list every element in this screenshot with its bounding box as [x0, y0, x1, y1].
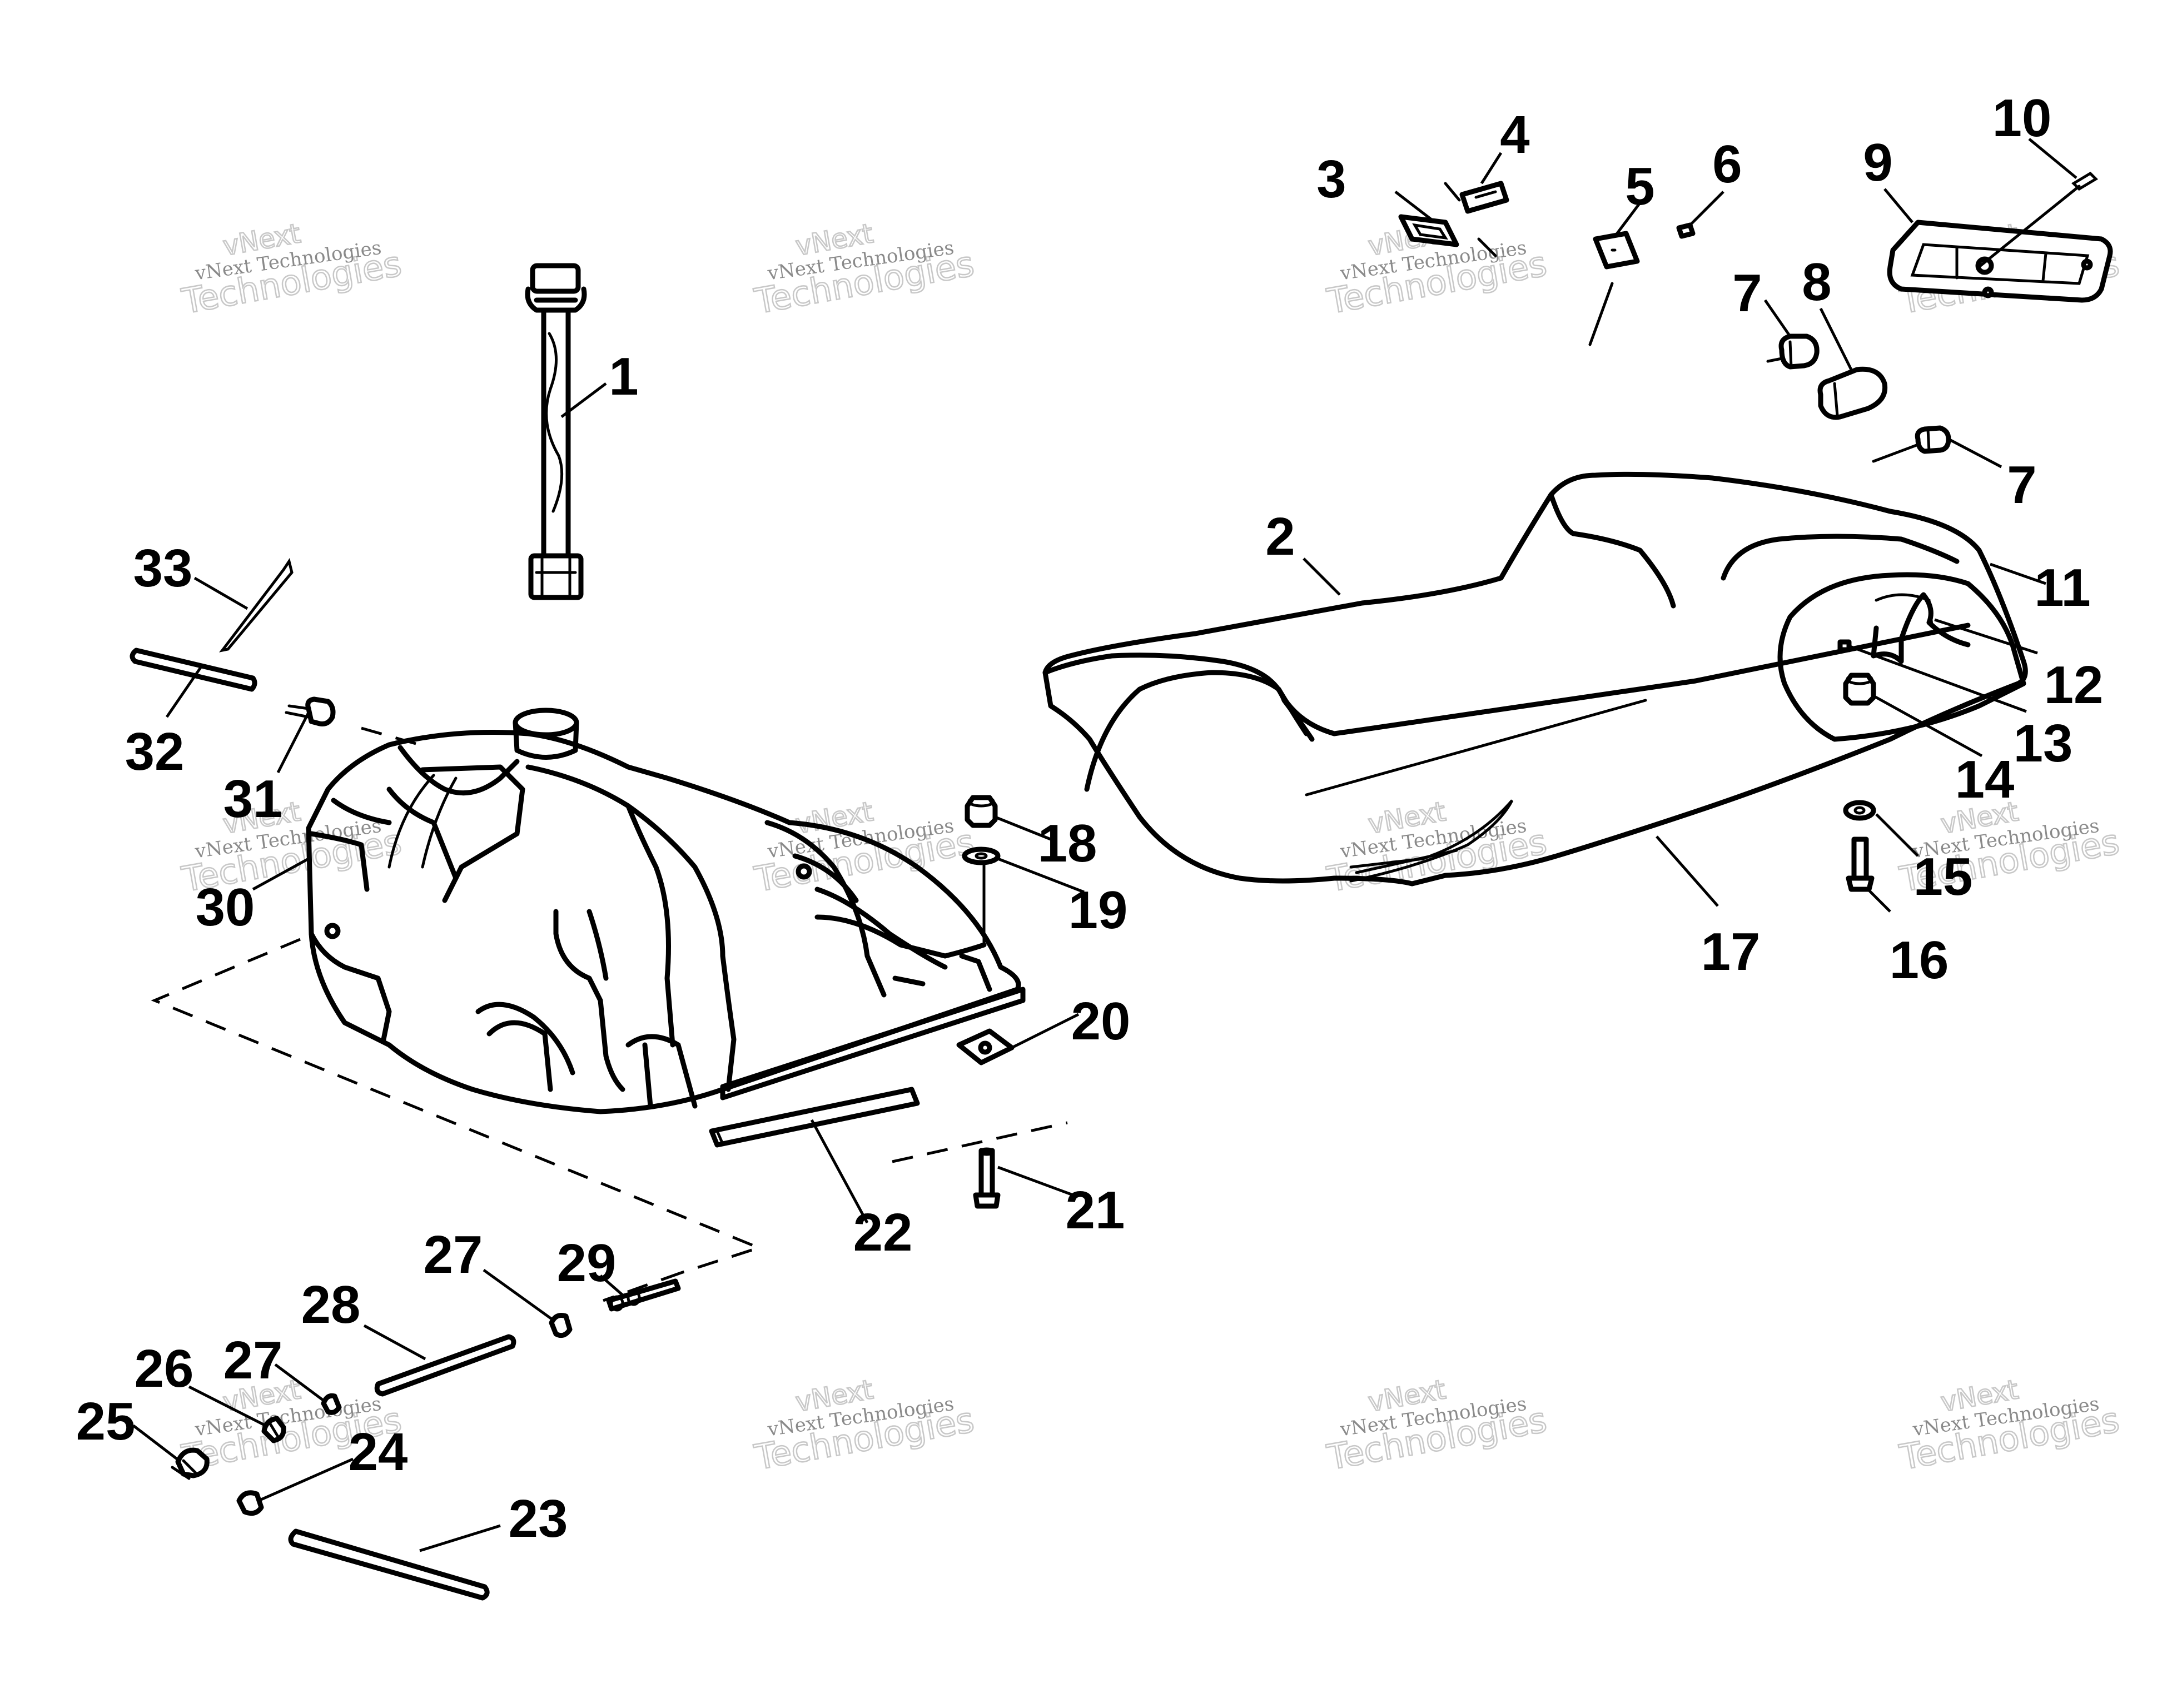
callouts: 1 2 3 4 5 6 7 7 8 9 10 11 12 13 14 15 16… — [76, 88, 2104, 1548]
callout-6: 6 — [1712, 135, 1742, 194]
part-fuel-tank — [306, 708, 1026, 1114]
part-seat — [1042, 471, 2028, 887]
part-badges-clips — [1398, 171, 2113, 463]
leader-lines — [132, 138, 2077, 1552]
callout-28: 28 — [301, 1275, 361, 1334]
callout-7b: 7 — [2007, 455, 2036, 515]
callout-29: 29 — [557, 1233, 617, 1293]
callout-9: 9 — [1863, 133, 1892, 192]
part-hardware — [709, 639, 1876, 1209]
callout-31: 31 — [223, 769, 283, 829]
callout-19: 19 — [1068, 880, 1128, 940]
callout-21: 21 — [1066, 1181, 1125, 1240]
callout-17: 17 — [1701, 922, 1761, 982]
callout-16: 16 — [1890, 930, 1949, 990]
callout-23: 23 — [509, 1489, 568, 1548]
callout-2: 2 — [1265, 507, 1295, 566]
callout-8: 8 — [1802, 252, 1831, 312]
callout-32: 32 — [125, 722, 185, 781]
part-fuel-filler-neck — [525, 263, 587, 600]
callout-4: 4 — [1500, 105, 1529, 165]
callout-7a: 7 — [1732, 263, 1762, 323]
callout-25: 25 — [76, 1392, 136, 1451]
callout-33: 33 — [133, 539, 193, 598]
callout-27a: 27 — [223, 1331, 283, 1390]
callout-15: 15 — [1913, 847, 1973, 907]
callout-22: 22 — [853, 1203, 913, 1262]
callout-20: 20 — [1071, 992, 1131, 1051]
callout-1: 1 — [609, 347, 638, 406]
callout-18: 18 — [1038, 814, 1097, 873]
part-rods-pins — [130, 557, 763, 1601]
callout-14: 14 — [1955, 750, 2015, 809]
callout-27b: 27 — [424, 1225, 483, 1284]
callout-13: 13 — [2014, 714, 2073, 773]
callout-24: 24 — [349, 1422, 408, 1482]
callout-11: 11 — [2034, 558, 2090, 618]
callout-26: 26 — [135, 1339, 194, 1398]
callout-3: 3 — [1316, 150, 1346, 209]
callout-5: 5 — [1625, 157, 1654, 216]
callout-10: 10 — [1992, 88, 2052, 148]
callout-12: 12 — [2044, 655, 2104, 715]
callout-30: 30 — [196, 878, 255, 937]
